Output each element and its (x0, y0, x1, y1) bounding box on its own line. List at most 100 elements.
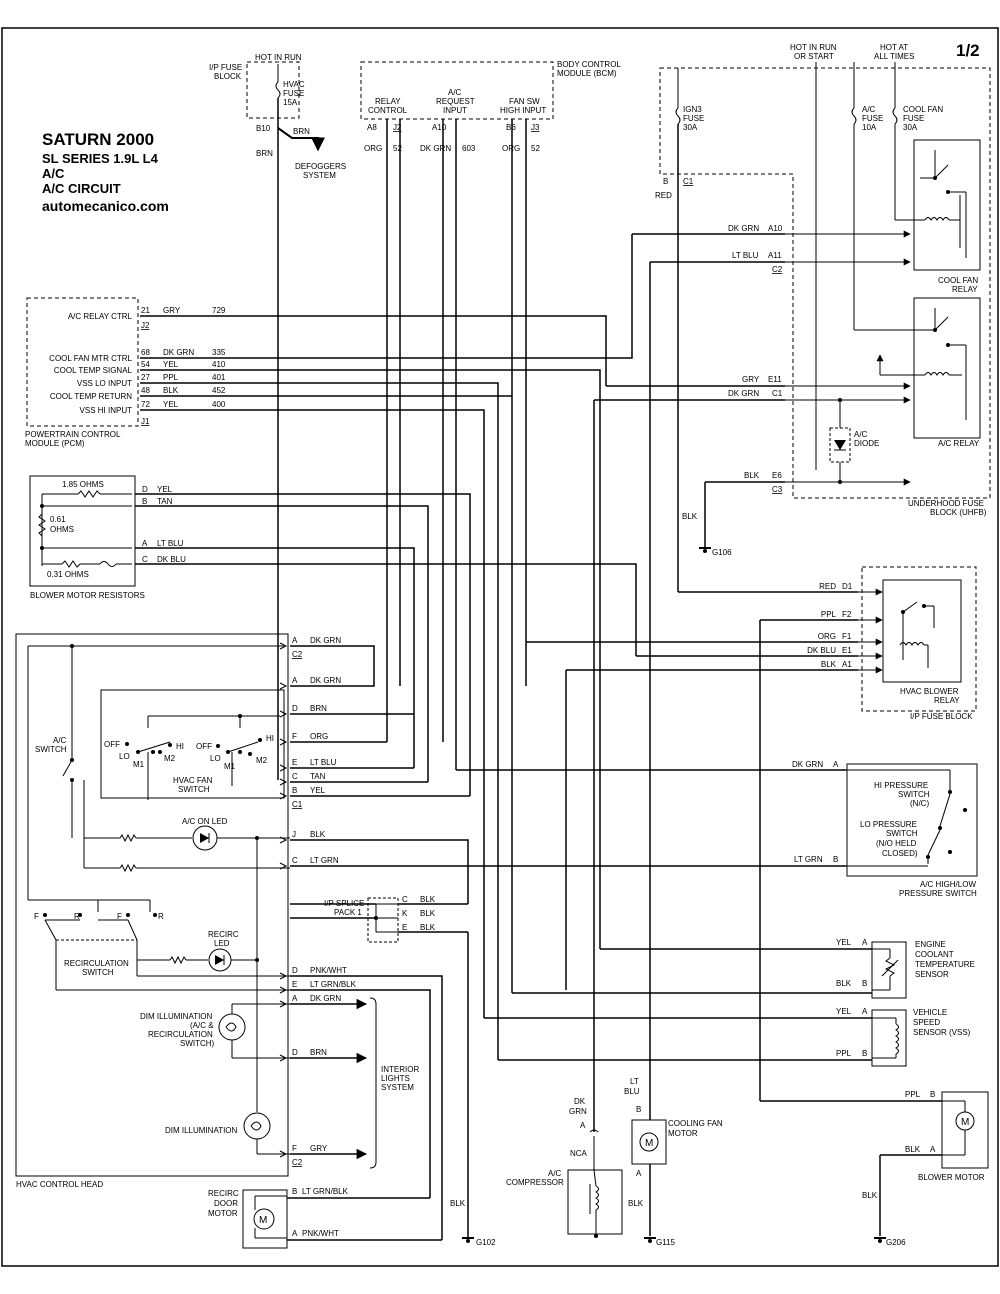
vss-sensor: YEL A PPL B VEHICLE SPEED SENSOR (VSS) (484, 1007, 971, 1067)
uhfb-label-2: BLOCK (UHFB) (930, 508, 987, 517)
hi-ps-2: SWITCH (898, 790, 930, 799)
ac-led-resistor (119, 833, 137, 843)
hot-in-run: HOT IN RUN (255, 53, 302, 62)
ps-label-2: PRESSURE SWITCH (899, 889, 977, 898)
relay-pin: F1 (842, 632, 852, 641)
head-pin: E (292, 758, 297, 767)
brn-2: BRN (256, 149, 273, 158)
pcm-row-color: BLK (163, 386, 179, 395)
head-pin: F (292, 732, 297, 741)
pressure-switch-box (846, 763, 978, 877)
pcm-row-color: PPL (163, 373, 179, 382)
uhfb-dashed-outline (659, 67, 991, 499)
head-pin-color: ORG (310, 732, 328, 741)
ac-request-2: REQUEST (436, 97, 475, 106)
vss-box (871, 1009, 907, 1067)
hvac-control-head: HVAC CONTROL HEAD A/C SWITCH OFF HI LO M… (15, 633, 357, 1189)
uhfb-pin-b: B (663, 177, 668, 186)
comp-l1: A/C (548, 1169, 562, 1178)
relay-control-2: CONTROL (368, 106, 408, 115)
ps-label-1: A/C HIGH/LOW (920, 880, 976, 889)
hot-run-start-2: OR START (794, 52, 834, 61)
interior-bracket (369, 997, 377, 1169)
vss-ppl: PPL (836, 1049, 852, 1058)
ltblu-a11: LT BLU (732, 251, 759, 260)
cool-relay-coil (924, 217, 950, 221)
comp-nca: NCA (570, 1149, 588, 1158)
ign3-1: IGN3 (683, 105, 702, 114)
pin-a10-u: A10 (768, 224, 783, 233)
head-pin: D (292, 704, 298, 713)
bm-blk-2: BLK (862, 1191, 878, 1200)
resistor-pin: D (142, 485, 148, 494)
pcm-row-color: GRY (163, 306, 181, 315)
pcm-row-pin: 48 (141, 386, 150, 395)
pin-a10: A10 (432, 123, 447, 132)
dim1-4: SWITCH) (180, 1039, 215, 1048)
relay-pin: E1 (842, 646, 852, 655)
w-52b: 52 (531, 144, 540, 153)
pcm-dashed-box (26, 297, 139, 427)
relay-control-1: RELAY (375, 97, 401, 106)
blower-motor: PPL B M BLK A BLOWER MOTOR BLK G206 (760, 1090, 989, 1247)
ign3-3: 30A (683, 123, 698, 132)
bm-label: BLOWER MOTOR (918, 1173, 985, 1182)
hi-ps-1: HI PRESSURE (874, 781, 928, 790)
uhfb-red: RED (655, 191, 672, 200)
head-pin-color: DK GRN (310, 994, 341, 1003)
pin-a8: A8 (367, 123, 377, 132)
pcm-label-1: POWERTRAIN CONTROL (25, 430, 121, 439)
w-org-1: ORG (364, 144, 382, 153)
pcm-row-circuit: 410 (212, 360, 226, 369)
interior-2: LIGHTS (381, 1074, 410, 1083)
w-dkgrn: DK GRN (420, 144, 451, 153)
hot-all-1: HOT AT (880, 43, 908, 52)
g206: G206 (886, 1238, 906, 1247)
ect-pin-a: A (862, 938, 868, 947)
head-pin: J (292, 830, 296, 839)
pcm-row-pin: 27 (141, 373, 150, 382)
dim-illum-1-bulb (218, 1013, 246, 1041)
resistor-pin: C (142, 555, 148, 564)
ac-request-1: A/C (448, 88, 462, 97)
ac-diode-1: A/C (854, 430, 868, 439)
fan-sw-2: HIGH INPUT (500, 106, 546, 115)
f-2: F (117, 912, 122, 921)
vss-pin-b: B (862, 1049, 867, 1058)
head-pin-color: GRY (310, 1144, 328, 1153)
dim1-2: (A/C & (190, 1021, 214, 1030)
head-pin: F (292, 1144, 297, 1153)
conn-j3: J3 (531, 123, 540, 132)
fan-sw-1: FAN SW (509, 97, 540, 106)
ect-yel: YEL (836, 938, 852, 947)
ipfb-label-2: BLOCK (214, 72, 242, 81)
head-pin: C2 (292, 1158, 303, 1167)
blower-relay-box (882, 579, 962, 683)
head-pin: C (292, 856, 298, 865)
cf-l2: MOTOR (668, 1129, 698, 1138)
uhfb-conn-c2: C2 (772, 265, 783, 274)
vss-l1: VEHICLE (913, 1008, 947, 1017)
r3-label: 0.31 OHMS (47, 570, 89, 579)
head-pin: A (292, 676, 298, 685)
ac-relay-box (913, 297, 981, 439)
pcm-row-name: VSS LO INPUT (77, 379, 132, 388)
pin-e11: E11 (768, 375, 782, 384)
blower-motor-resistors: BLOWER MOTOR RESISTORS 1.85 OHMS 0.61 OH… (29, 475, 186, 600)
interior-1: INTERIOR (381, 1065, 419, 1074)
m1-b: M1 (224, 762, 236, 771)
ac-diode-2: DIODE (854, 439, 879, 448)
relay-pin-color: BLK (821, 660, 837, 669)
hvac-fuse-1: HVAC (283, 80, 305, 89)
pcm-row-pin: 72 (141, 400, 150, 409)
head-pin: C2 (292, 650, 303, 659)
relay-pin: F2 (842, 610, 852, 619)
pcm-conn-j1: J1 (141, 417, 150, 426)
ipfb-dashed-box (246, 61, 300, 119)
vss-coil (895, 1023, 899, 1055)
splice-2: PACK 1 (334, 908, 362, 917)
cf-l1: COOLING FAN (668, 1119, 723, 1128)
bm-ppl: PPL (905, 1090, 921, 1099)
